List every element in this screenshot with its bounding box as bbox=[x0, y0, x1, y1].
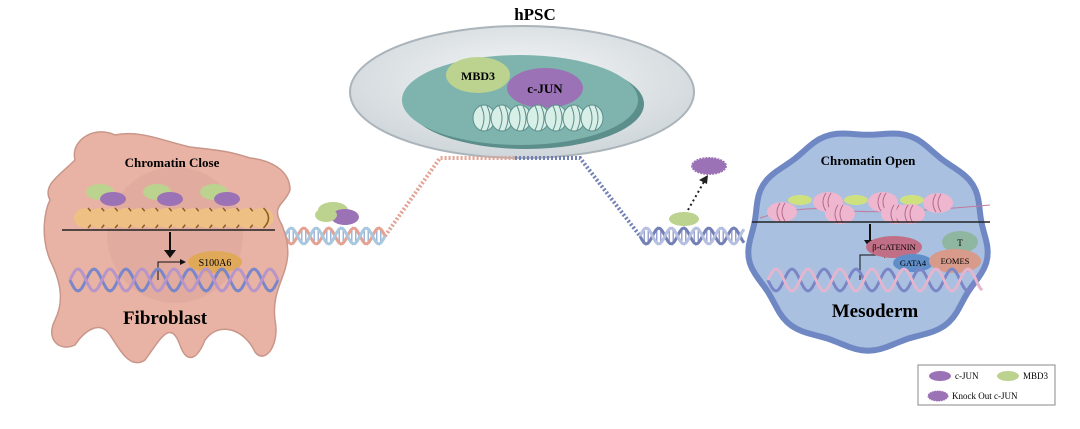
legend-cjun-swatch bbox=[929, 371, 951, 381]
chromatin-close-label: Chromatin Close bbox=[125, 155, 220, 170]
dna-fibroblast-path bbox=[283, 226, 387, 246]
legend-cjun-label: c-JUN bbox=[955, 371, 979, 381]
chromatin-open-label: Chromatin Open bbox=[821, 153, 917, 168]
mbd3-protein-bound bbox=[669, 212, 699, 226]
s100a6-label: S100A6 bbox=[199, 258, 232, 269]
legend-mbd3-label: MBD3 bbox=[1023, 371, 1049, 381]
legend-mbd3-swatch bbox=[997, 371, 1019, 381]
mesoderm-dna bbox=[766, 267, 984, 293]
dotted-arrow bbox=[687, 179, 706, 211]
cjun-label: c-JUN bbox=[527, 81, 563, 96]
factor-gata4-label: GATA4 bbox=[900, 258, 927, 268]
closed-chromatin bbox=[74, 184, 274, 229]
differentiation-paths bbox=[283, 156, 746, 246]
nucleosome-row bbox=[472, 104, 604, 132]
fibroblast-label: Fibroblast bbox=[123, 308, 208, 329]
factor-eomes bbox=[929, 249, 981, 273]
factor-eomes-label: EOMES bbox=[941, 256, 970, 266]
mbd3-protein bbox=[446, 57, 510, 93]
mesoderm-label: Mesoderm bbox=[832, 301, 919, 322]
knockout-cjun bbox=[691, 157, 727, 175]
factor-gata4 bbox=[893, 254, 933, 272]
cjun-protein bbox=[507, 68, 583, 108]
factor-t-label: T bbox=[957, 238, 963, 248]
hpsc-dish: hPSC MBD3 c-JUN bbox=[349, 5, 695, 159]
hpsc-title: hPSC bbox=[514, 5, 556, 24]
mbd3-cjun-complex bbox=[315, 202, 359, 225]
fibroblast-dna bbox=[68, 267, 280, 293]
legend-knockout-swatch bbox=[927, 390, 949, 402]
legend-knockout-label: Knock Out c-JUN bbox=[952, 391, 1018, 401]
mesoderm-cell: Chromatin Open T β-CATENIN GATA4 EOMES M… bbox=[745, 130, 991, 354]
factor-beta-catenin bbox=[866, 236, 922, 258]
legend: c-JUN MBD3 Knock Out c-JUN bbox=[917, 364, 1056, 406]
down-arrow-icon bbox=[164, 250, 176, 258]
mbd3-label: MBD3 bbox=[461, 69, 495, 83]
dna-mesoderm-path bbox=[638, 226, 746, 246]
factor-t bbox=[942, 231, 978, 253]
fibroblast-cell: Chromatin Close S100A6 Fibroblast bbox=[43, 131, 291, 364]
factor-beta-catenin-label: β-CATENIN bbox=[872, 242, 916, 252]
open-chromatin bbox=[759, 192, 991, 224]
s100a6-gene bbox=[188, 251, 242, 273]
